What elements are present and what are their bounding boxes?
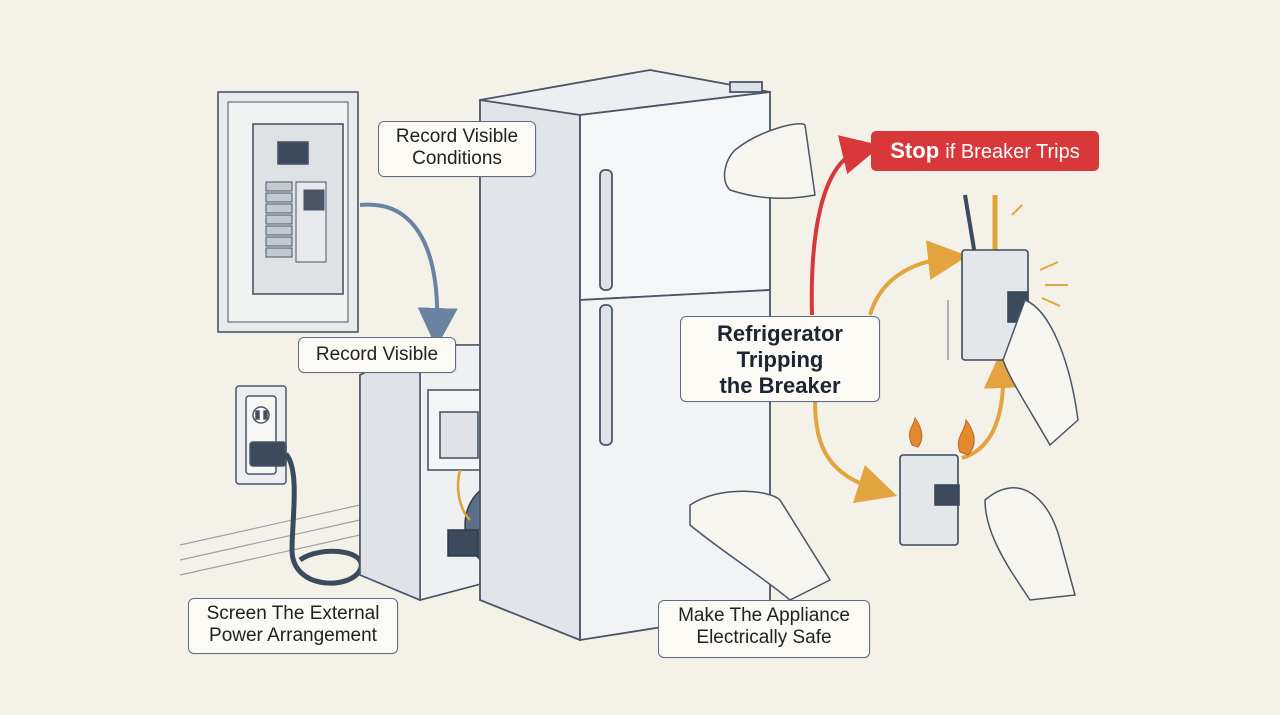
orange-arrow-down: [813, 399, 898, 504]
red-stop-arrow: [809, 135, 882, 316]
wall-outlet-icon: [235, 385, 287, 485]
flame-icon: [909, 416, 975, 456]
circuit-breaker-icon-lower: [899, 454, 960, 546]
floor-lines: [179, 504, 361, 576]
orange-arrow-up: [868, 240, 968, 316]
power-cord: [283, 452, 364, 586]
orange-arrow-right: [961, 348, 1024, 460]
screen-power-label: Screen The External Power Arrangement: [188, 598, 398, 654]
hand-icon: [689, 123, 832, 601]
hand-on-breaker: [984, 299, 1079, 601]
stop-badge: Stop if Breaker Trips: [871, 131, 1099, 171]
record-conditions-label: Record Visible Conditions: [378, 121, 536, 177]
blue-flow-arrow: [359, 202, 458, 348]
record-visible-label: Record Visible: [298, 337, 456, 373]
central-title-label: Refrigerator Tripping the Breaker: [680, 316, 880, 402]
breaker-panel-icon: [217, 91, 359, 333]
make-safe-label: Make The Appliance Electrically Safe: [658, 600, 870, 658]
spark-lines: [1011, 204, 1068, 307]
